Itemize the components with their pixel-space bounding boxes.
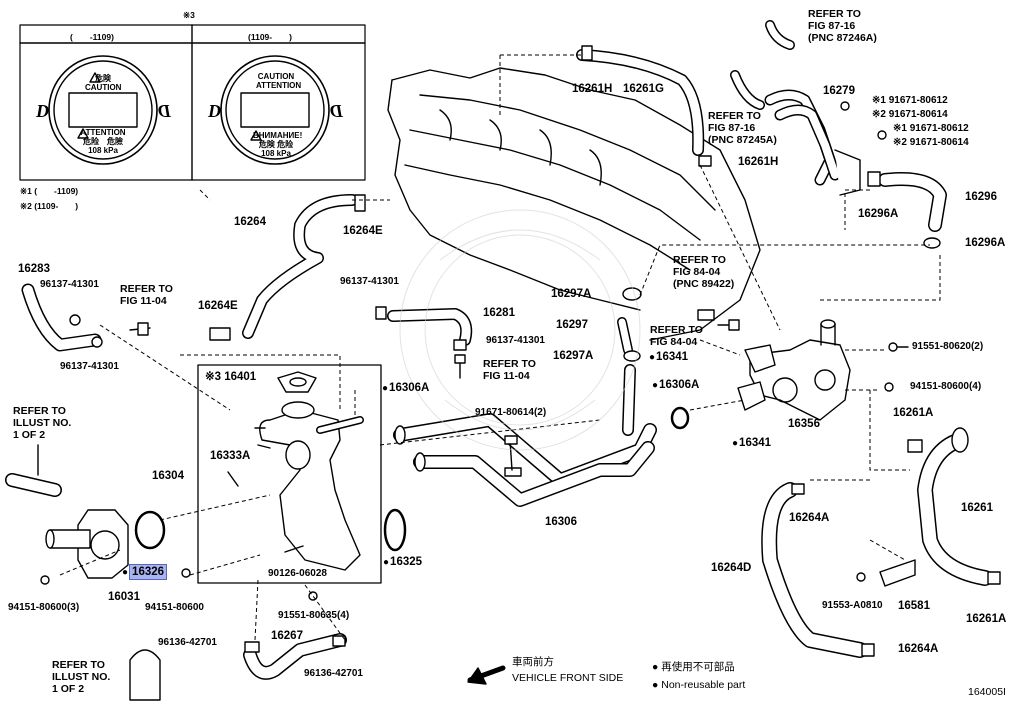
part-label-16281[interactable]: 16281 (483, 307, 515, 319)
part-label-91671-80614-b[interactable]: ※2 91671-80614 (893, 137, 969, 148)
part-label-96137-41301-b[interactable]: 96137-41301 (60, 361, 119, 372)
part-label-16264E-a[interactable]: 16264E (343, 225, 383, 237)
part-label-16325[interactable]: 16325 (383, 556, 422, 569)
part-label-16261H-a[interactable]: 16261H (572, 83, 613, 95)
part-label-16333A[interactable]: 16333A (210, 450, 251, 462)
part-label-16306A-b[interactable]: 16306A (652, 379, 699, 392)
part-label-94151-80600-3[interactable]: 94151-80600(3) (8, 602, 80, 613)
part-label-16264[interactable]: 16264 (234, 216, 266, 228)
part-label-16297A-b[interactable]: 16297A (553, 350, 594, 362)
part-label-16356[interactable]: 16356 (788, 418, 820, 430)
part-label-16031[interactable]: 16031 (108, 591, 140, 603)
figure-id: 164005I (968, 686, 1006, 698)
part-label-16341-b[interactable]: 16341 (732, 437, 771, 450)
part-label-16341-a[interactable]: 16341 (649, 351, 688, 364)
part-label-16306[interactable]: 16306 (545, 516, 577, 528)
part-label-96136-42701-a[interactable]: 96136-42701 (158, 637, 217, 648)
part-label-16264A-a[interactable]: 16264A (789, 512, 830, 524)
part-label-96137-41301-a[interactable]: 96137-41301 (40, 279, 99, 290)
part-label-91551-80635[interactable]: 91551-80635(4) (278, 610, 350, 621)
part-label-16297[interactable]: 16297 (556, 319, 588, 331)
right-d-glyph-mirror: D (330, 101, 343, 121)
part-label-96137-41301-c[interactable]: 96137-41301 (340, 276, 399, 287)
part-label-91671-80612-a[interactable]: ※1 91671-80612 (872, 95, 948, 106)
part-label-91671-80614-a[interactable]: ※2 91671-80614 (872, 109, 948, 120)
part-label-16279[interactable]: 16279 (823, 85, 855, 97)
left-d-glyph-mirror: D (158, 101, 171, 121)
part-label-16581[interactable]: 16581 (898, 600, 930, 612)
part-label-16304[interactable]: 16304 (152, 470, 184, 482)
part-label-16306A-a[interactable]: 16306A (382, 382, 429, 395)
part-label-16297A-a[interactable]: 16297A (551, 288, 592, 300)
part-label-91551-80620[interactable]: 91551-80620(2) (912, 341, 984, 352)
inset-left-header: ( -1109) (70, 32, 114, 42)
vehicle-front-en: VEHICLE FRONT SIDE (512, 672, 624, 684)
part-label-16326[interactable]: 16326 (122, 564, 168, 580)
part-label-16264A-b[interactable]: 16264A (898, 643, 939, 655)
part-label-91671-80612-b[interactable]: ※1 91671-80612 (893, 123, 969, 134)
part-label-16296A-a[interactable]: 16296A (858, 208, 899, 220)
part-label-16261G[interactable]: 16261G (623, 83, 664, 95)
part-label-16261A-a[interactable]: 16261A (893, 407, 934, 419)
part-label-94151-80600-4[interactable]: 94151-80600(4) (910, 381, 982, 392)
part-label-90126-06028[interactable]: 90126-06028 (268, 568, 327, 579)
part-label-96136-42701-b[interactable]: 96136-42701 (304, 668, 363, 679)
inset-note-mark: ※3 (183, 10, 195, 20)
part-label-16264E-b[interactable]: 16264E (198, 300, 238, 312)
part-label-16264D[interactable]: 16264D (711, 562, 752, 574)
part-label-91553-A0810[interactable]: 91553-A0810 (822, 600, 883, 611)
part-label-16401[interactable]: ※3 16401 (205, 371, 257, 383)
part-label-91671-80614-2[interactable]: 91671-80614(2) (475, 407, 547, 418)
part-label-16267[interactable]: 16267 (271, 630, 303, 642)
legend-en: ● Non-reusable part (652, 679, 746, 691)
part-label-94151-80600[interactable]: 94151-80600 (145, 602, 204, 613)
footnote-2: ※2 (1109- ) (20, 201, 79, 211)
footnote-1: ※1 ( -1109) (20, 186, 79, 196)
right-d-glyph: D (208, 101, 221, 121)
legend-jp: ● 再使用不可部品 (652, 661, 735, 673)
part-label-16261[interactable]: 16261 (961, 502, 993, 514)
part-label-16261H-b[interactable]: 16261H (738, 156, 779, 168)
part-label-16296A-b[interactable]: 16296A (965, 237, 1006, 249)
part-label-16261A-b[interactable]: 16261A (966, 613, 1007, 625)
left-d-glyph: D (36, 101, 49, 121)
vehicle-front-jp: 車両前方 (512, 656, 554, 668)
part-label-16283[interactable]: 16283 (18, 263, 50, 275)
inset-right-header: (1109- ) (248, 32, 292, 42)
part-label-16296[interactable]: 16296 (965, 191, 997, 203)
part-label-96137-41301-d[interactable]: 96137-41301 (486, 335, 545, 346)
